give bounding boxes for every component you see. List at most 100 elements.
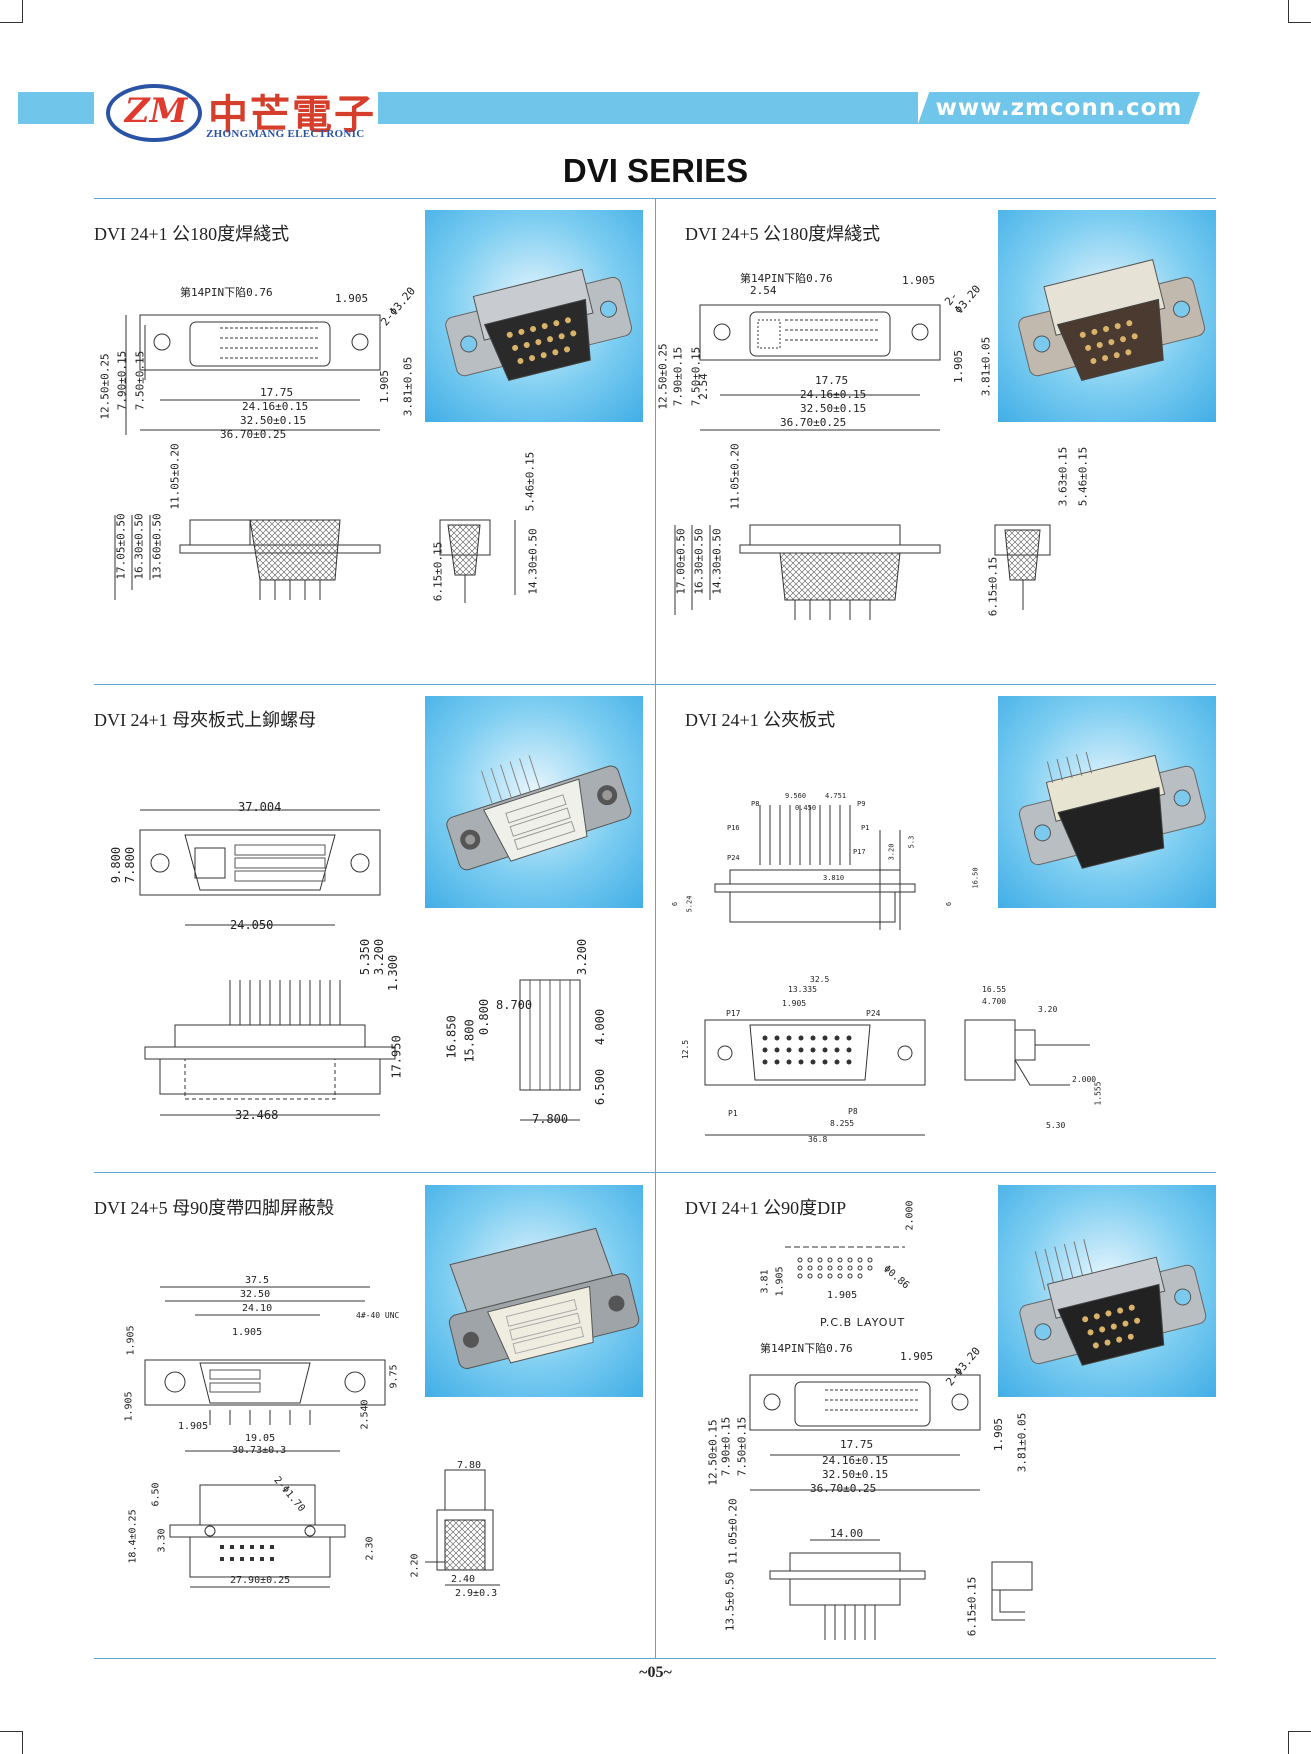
dim-label: 7.90±0.15 <box>719 1416 733 1477</box>
website-band[interactable]: www.zmconn.com <box>918 92 1200 124</box>
dim-label: 12.5 <box>681 1039 691 1060</box>
dim-label: 24.16±0.15 <box>800 388 867 401</box>
dim-label: 36.70±0.25 <box>220 428 287 441</box>
dim-label: 0.450 <box>795 804 817 812</box>
dim-label: 17.05±0.50 <box>114 513 128 580</box>
dim-label: 2.20 <box>409 1553 421 1578</box>
dim-label: 32.50 <box>240 1289 271 1300</box>
dim-label: 3.81±0.05 <box>979 336 993 397</box>
drawing-side-view: 5.350 3.200 1.300 17.950 32.468 <box>135 938 415 1129</box>
dim-label: 3.810 <box>823 874 845 882</box>
product-photo <box>425 1185 643 1397</box>
dim-label: 24.10 <box>242 1303 273 1314</box>
dim-label: 17.950 <box>389 1035 404 1079</box>
dim-label: 1.555 <box>1093 1081 1103 1106</box>
drawing-end-view: 3.200 8.700 16.850 15.800 0.800 4.000 6.… <box>445 939 610 1129</box>
drawing-pcb-layout: 2.000 3.81 1.905 1.905 Φ0.86 P.C.B LAYOU… <box>760 1200 935 1329</box>
drawing-top-view: 第14PIN下陷0.76 1.905 2-Φ3.20 17.75 24.16±0… <box>99 270 430 459</box>
dim-label: 30.73±0.3 <box>232 1445 287 1456</box>
dim-label: 16.30±0.50 <box>132 513 146 580</box>
dim-label: 5.30 <box>1046 1121 1066 1130</box>
dim-label: 2.30 <box>364 1536 376 1561</box>
header-band <box>378 92 918 124</box>
header-band-left <box>18 92 94 124</box>
dim-label: 16.30±0.50 <box>692 528 706 595</box>
dim-label: 32.50±0.15 <box>240 414 307 427</box>
dim-label: 1.905 <box>900 1350 934 1363</box>
product-photo <box>425 210 643 422</box>
dim-label: 6.50 <box>150 1482 162 1507</box>
crop-mark-bottom-right <box>1288 1731 1311 1754</box>
dim-label: 2.54 <box>696 373 710 400</box>
connector-shielded-female-image <box>448 1227 640 1369</box>
dim-label: 1.905 <box>232 1327 263 1338</box>
connector-male-image <box>1018 259 1206 381</box>
dim-label: 2.54 <box>750 284 777 297</box>
company-name-cn: 中芒電子 <box>208 91 376 138</box>
pin-label: P24 <box>866 1009 881 1018</box>
product-photo <box>998 210 1216 422</box>
dim-label: 16.850 <box>444 1015 459 1059</box>
drawing-top-view: 第14PIN下陷0.76 2.54 1.905 2-Φ3.20 17.75 24… <box>657 270 992 449</box>
pin-label: P8 <box>848 1107 858 1116</box>
dim-label: 7.800 <box>532 1112 569 1126</box>
dim-label: 5.350 <box>358 938 373 976</box>
dim-label: 1.905 <box>952 349 966 384</box>
drawing-side-view: 9.560 4.751 0.450 P8 P9 P16 P1 P24 P17 3… <box>671 790 985 944</box>
dim-label: 3.63±0.15 <box>1056 446 1070 507</box>
dim-label: 8.700 <box>496 998 533 1012</box>
dim-label: 1.905 <box>782 999 807 1008</box>
dim-label: 1.905 <box>335 292 369 305</box>
dim-label: 3.20 <box>1038 1005 1058 1014</box>
dim-label: 1.905 <box>378 369 392 404</box>
dim-label: 5.24 <box>685 895 694 913</box>
dim-label: 32.50±0.15 <box>822 1468 889 1481</box>
dim-label: 4.000 <box>593 1008 608 1046</box>
drawing-side-view: 11.05±0.20 14.00 13.5±0.50 <box>720 1498 940 1654</box>
website-url[interactable]: www.zmconn.com <box>935 95 1183 121</box>
dim-label: 16.55 <box>982 985 1007 994</box>
dim-label: 19.05 <box>245 1433 276 1444</box>
dim-label: 17.00±0.50 <box>674 528 688 595</box>
dim-label: 1.905 <box>178 1421 209 1432</box>
crop-mark-bottom-left <box>0 1731 23 1754</box>
drawing-end-view: 6.15±0.15 <box>965 1540 1050 1654</box>
page-title: DVI SERIES <box>562 152 749 189</box>
pin-label: P17 <box>853 848 866 856</box>
dim-label: 5.46±0.15 <box>523 451 537 512</box>
divider-vertical <box>655 198 656 1658</box>
product-title: DVI 24+1 公夾板式 <box>685 710 836 730</box>
connector-male-image <box>445 268 633 381</box>
dim-label: 8.255 <box>830 1119 855 1128</box>
dim-label: 14.30±0.50 <box>526 528 540 595</box>
dim-label: 24.050 <box>230 918 274 932</box>
dim-label: 11.05±0.20 <box>168 443 182 510</box>
dim-label: 36.8 <box>808 1135 828 1144</box>
dim-label: 7.50±0.15 <box>735 1416 749 1477</box>
dim-label: 4.751 <box>825 792 847 800</box>
product-photo <box>998 1185 1216 1397</box>
dim-label: 24.16±0.15 <box>242 400 309 413</box>
product-photo <box>425 696 643 908</box>
dim-label: 4#-40 UNC <box>356 1311 400 1320</box>
dim-label: 7.50±0.15 <box>133 350 147 411</box>
connector-male-dip-image <box>1019 1239 1207 1366</box>
drawing-end-view: 5.46±0.15 6.15±0.15 14.30±0.50 <box>430 451 570 609</box>
product-title: DVI 24+1 公180度焊綫式 <box>94 224 290 244</box>
dim-label: 32.5 <box>810 975 830 984</box>
dim-label: 2.540 <box>359 1399 371 1430</box>
dim-label: 11.05±0.20 <box>726 1498 740 1565</box>
dim-label: 3.30 <box>156 1528 168 1553</box>
pin-label: P1 <box>861 824 870 832</box>
connector-female-image <box>446 755 632 871</box>
dim-label: 7.90±0.15 <box>671 346 685 407</box>
dim-label: 9.560 <box>785 792 807 800</box>
dim-label: 7.800 <box>123 846 138 884</box>
dim-label: 6 <box>671 901 680 907</box>
dim-label: 1.905 <box>992 1417 1006 1452</box>
dim-label: 6.15±0.15 <box>965 1576 979 1637</box>
dim-label: 3.20 <box>887 843 896 861</box>
dim-label: 7.80 <box>457 1460 482 1471</box>
pin-label: P24 <box>727 854 740 862</box>
dim-label: 14.30±0.50 <box>710 528 724 595</box>
